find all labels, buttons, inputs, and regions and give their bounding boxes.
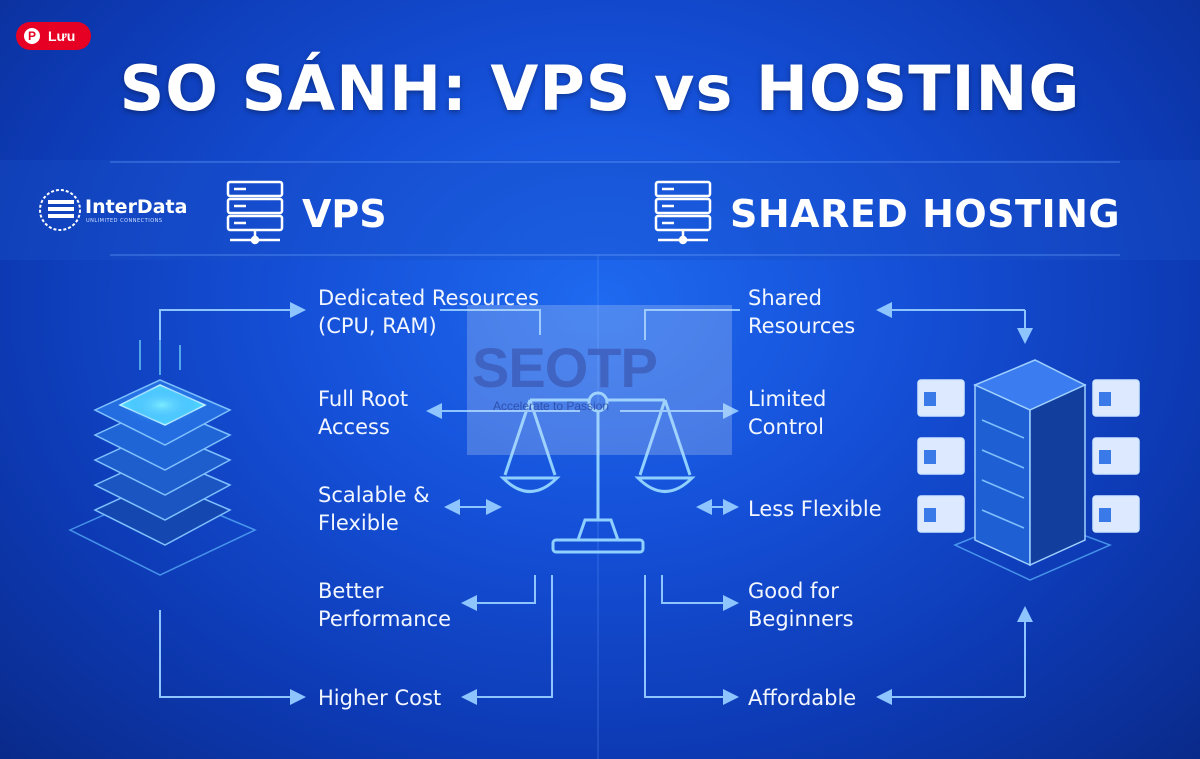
save-button[interactable]: P Lưu — [16, 22, 91, 50]
brand-tagline: UNLIMITED CONNECTIONS — [86, 218, 163, 224]
vps-connectors — [159, 302, 580, 705]
watermark-text: SEOTP — [472, 336, 658, 399]
shared-feature-5: Affordable — [748, 686, 857, 710]
pinterest-icon: P — [24, 28, 40, 44]
shared-server-tower-icon — [917, 359, 1140, 581]
brand-name: InterData — [85, 196, 188, 218]
balance-scale-icon — [499, 391, 696, 554]
shared-feature-1: Shared Resources — [748, 286, 856, 338]
save-button-label: Lưu — [48, 28, 76, 44]
vps-feature-3: Scalable & Flexible — [318, 483, 430, 535]
watermark-box — [467, 305, 732, 455]
shared-feature-2: Limited Control — [748, 387, 827, 439]
vps-feature-4: Better Performance — [318, 579, 452, 631]
vps-feature-1: Dedicated Resources (CPU, RAM) — [318, 286, 540, 338]
vps-server-icon — [226, 180, 284, 245]
header-band — [0, 160, 1200, 759]
watermark-tagline: Accelerate to Passion — [493, 399, 610, 413]
vps-server-stack-icon — [68, 335, 257, 576]
vps-feature-5: Higher Cost — [318, 686, 442, 710]
shared-feature-4: Good for Beginners — [748, 579, 854, 631]
vps-feature-2: Full Root Access — [318, 387, 409, 439]
shared-server-icon — [654, 180, 712, 245]
shared-feature-3: Less Flexible — [748, 497, 882, 521]
page-title: SO SÁNH: VPS vs HOSTING — [119, 52, 1081, 125]
vps-heading: VPS — [302, 192, 387, 236]
shared-connectors — [620, 302, 1033, 705]
shared-hosting-heading: SHARED HOSTING — [730, 192, 1121, 236]
interdata-logo-icon — [39, 189, 81, 231]
